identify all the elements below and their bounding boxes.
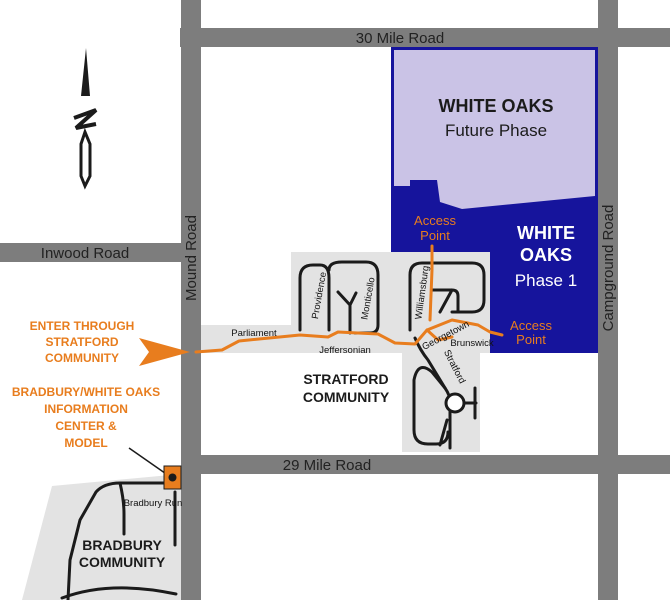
label-mound-road: Mound Road — [183, 215, 200, 301]
route-access-north — [428, 244, 434, 322]
white-oaks-phase1-title-1: WHITE — [517, 223, 575, 243]
stratford-south-loop — [412, 366, 450, 446]
white-oaks-phase1-subtitle: Phase 1 — [515, 271, 577, 290]
bradbury-loop-street — [118, 481, 126, 536]
stratford-lower-stub — [438, 418, 449, 447]
access-point-north-line1: Access — [414, 213, 456, 228]
access-point-north-line2: Point — [420, 228, 450, 243]
access-point-east-line2: Point — [516, 332, 546, 347]
stratford-community-title-1: STRATFORD — [303, 371, 388, 387]
north-arrow-icon — [73, 48, 98, 190]
white-oaks-future-area — [394, 50, 595, 209]
bradbury-streets — [60, 481, 178, 602]
stratford-community-area — [291, 252, 490, 452]
info-center-dot — [168, 473, 177, 482]
enter-through-line2: STRATFORD — [45, 335, 118, 349]
roundabout — [444, 392, 466, 414]
williamsburg-street — [408, 261, 486, 332]
enter-through-line3: COMMUNITY — [45, 351, 119, 365]
williamsburg-inner — [430, 288, 460, 314]
north-arrow-tail — [79, 127, 92, 190]
bradbury-south-street — [60, 586, 178, 600]
road-29-mile — [181, 455, 670, 474]
white-oaks-phase1-title-2: OAKS — [520, 245, 572, 265]
route-georgetown-spur — [425, 328, 454, 342]
stratford-east-stubs — [462, 386, 478, 420]
white-oaks-future-title: WHITE OAKS — [439, 96, 554, 116]
enter-through-line1: ENTER THROUGH — [30, 319, 135, 333]
street-jeffersonian: Jeffersonian — [319, 345, 371, 356]
access-point-east-line1: Access — [510, 318, 552, 333]
info-center-line2: INFORMATION — [44, 402, 128, 416]
bradbury-community-area — [22, 474, 181, 600]
label-29-mile-road: 29 Mile Road — [283, 457, 371, 474]
bradbury-run-label: Bradbury Run — [124, 498, 183, 509]
label-campground-road: Campground Road — [600, 205, 617, 332]
bradbury-community-title-1: BRADBURY — [82, 537, 162, 553]
bradbury-community-title-2: COMMUNITY — [79, 554, 166, 570]
road-30-mile — [180, 28, 670, 47]
providence-street — [298, 263, 331, 332]
north-arrow-needle — [81, 48, 90, 96]
monticello-inner — [336, 290, 358, 335]
street-brunswick: Brunswick — [450, 338, 494, 349]
white-oaks-future-subtitle: Future Phase — [445, 121, 547, 140]
info-center-line1: BRADBURY/WHITE OAKS — [12, 385, 160, 399]
stratford-streets — [298, 260, 486, 450]
street-parliament: Parliament — [231, 328, 277, 339]
road-mound — [181, 0, 201, 600]
info-center-line3: CENTER & — [55, 419, 117, 433]
orange-arrow-icon — [139, 338, 190, 366]
north-arrow-n — [73, 108, 98, 130]
stratford-community-title-2: COMMUNITY — [303, 389, 390, 405]
road-inwood — [0, 243, 190, 262]
road-campground — [598, 0, 618, 600]
label-inwood-road: Inwood Road — [41, 245, 129, 262]
info-center-line4: MODEL — [64, 436, 107, 450]
entry-route — [194, 244, 504, 354]
route-parliament — [194, 318, 504, 354]
label-30-mile-road: 30 Mile Road — [356, 30, 444, 47]
monticello-street — [327, 260, 380, 335]
